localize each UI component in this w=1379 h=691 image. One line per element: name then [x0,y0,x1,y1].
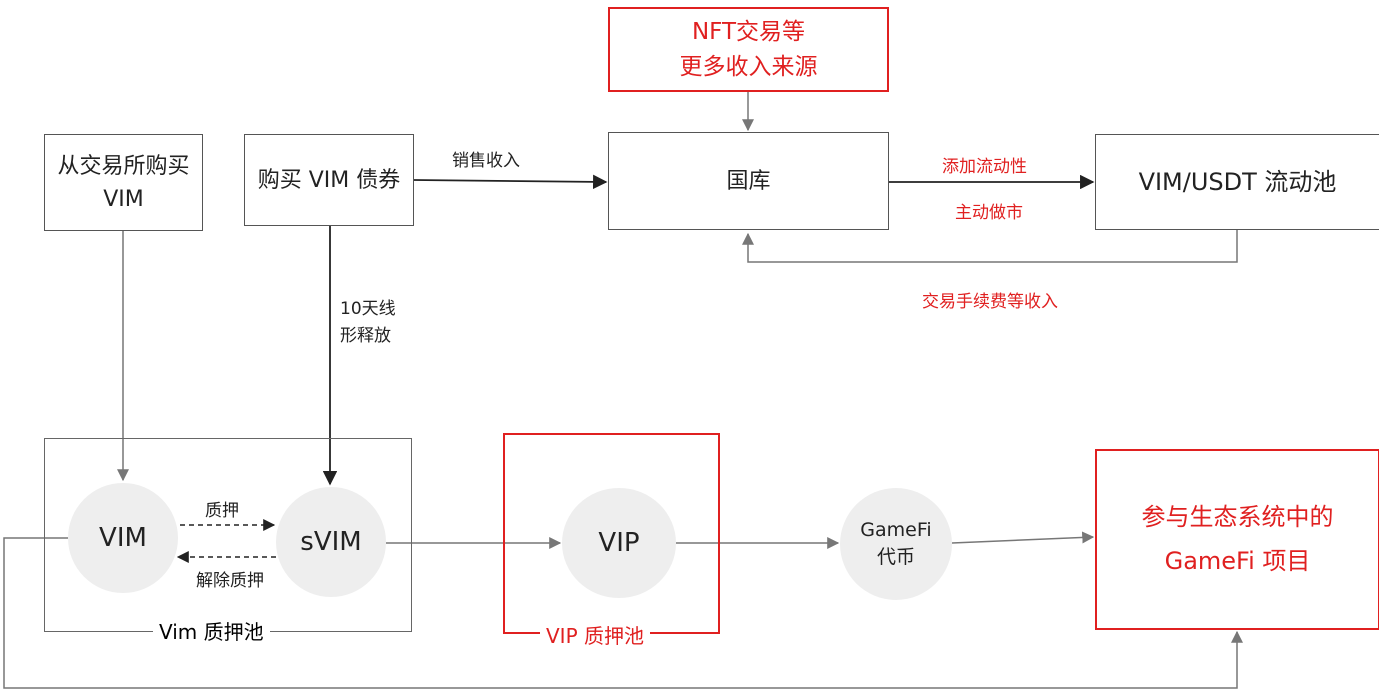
svim-token-circle: sVIM [276,487,386,597]
fee-income-label: 交易手续费等收入 [922,292,1058,312]
liquidity-pool-box: VIM/USDT 流动池 [1095,134,1379,230]
add-liquidity-label: 添加流动性 [942,157,1027,177]
nft-income-box: NFT交易等 更多收入来源 [608,7,889,92]
treasury-box: 国库 [608,132,889,230]
stake-label: 质押 [205,501,239,521]
gamefi-token-circle: GameFi 代币 [840,488,952,600]
vim-token-circle: VIM [68,483,178,593]
vip-token-circle: VIP [562,488,676,598]
ecosystem-gamefi-box: 参与生态系统中的 GameFi 项目 [1095,449,1379,630]
linear-release-label: 10天线 形释放 [340,299,396,347]
arrow-vim-to-ecosystem [3,537,1243,689]
arrow-bond-to-treasury [413,174,608,190]
buy-bond-box: 购买 VIM 债券 [244,134,414,226]
arrow-pool-to-treasury [742,230,1238,263]
sales-income-label: 销售收入 [452,151,520,171]
vim-pool-label: Vim 质押池 [153,616,270,645]
market-making-label: 主动做市 [955,203,1023,223]
unstake-label: 解除质押 [196,571,264,591]
vip-pool-label: VIP 质押池 [540,620,650,649]
buy-exchange-box: 从交易所购买 VIM [44,134,203,231]
arrow-gamefi-to-ecosystem [951,531,1095,544]
